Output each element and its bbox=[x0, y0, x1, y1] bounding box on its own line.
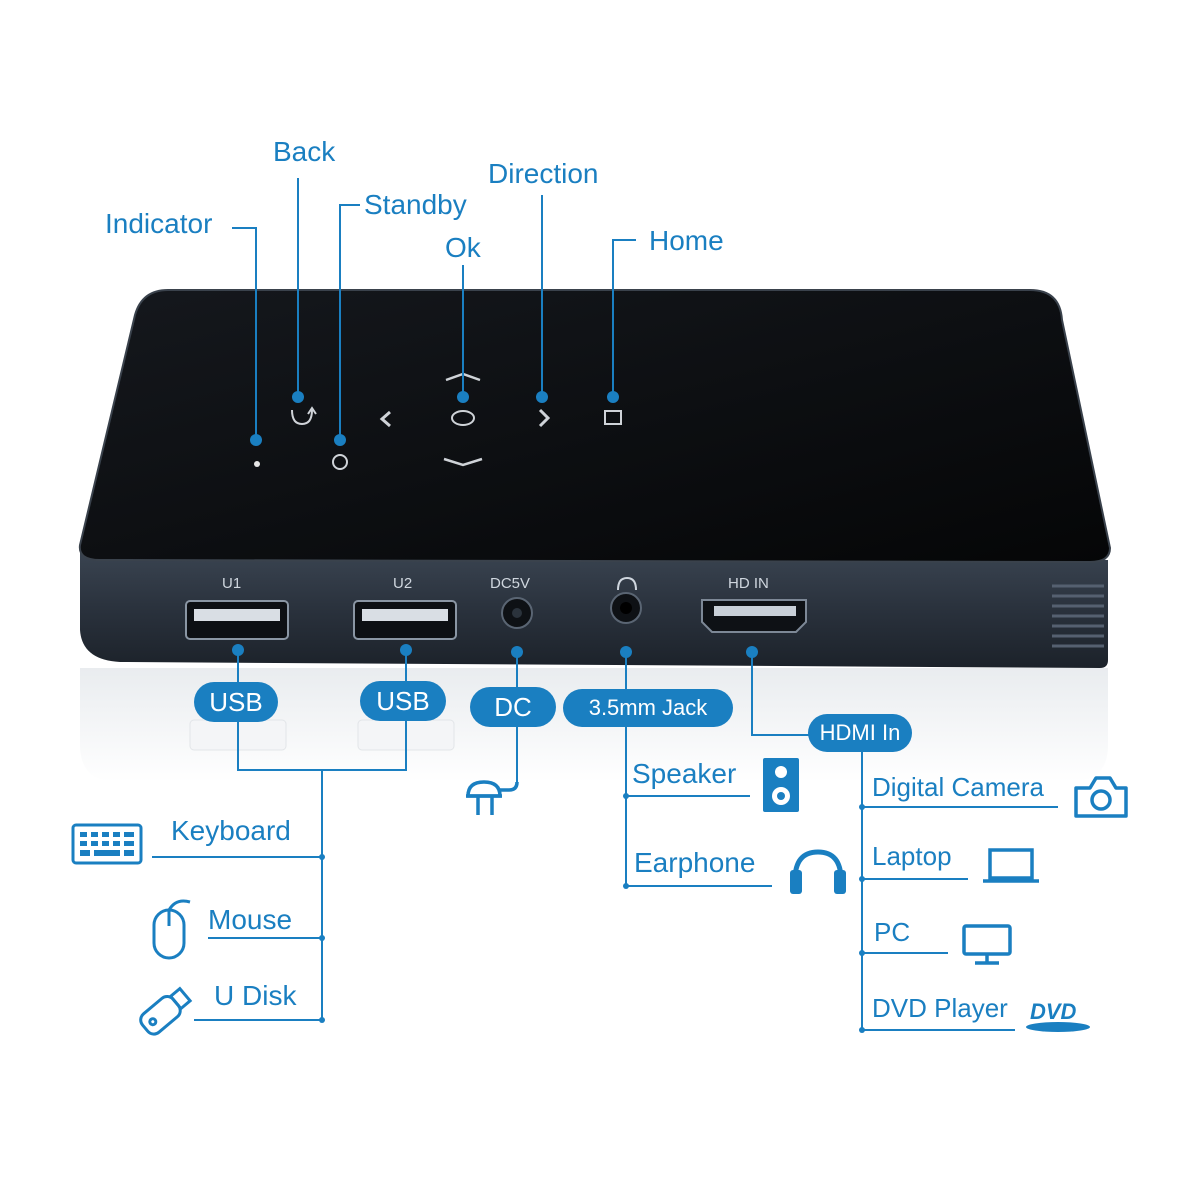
label-indicator: Indicator bbox=[105, 208, 213, 239]
keyboard-icon bbox=[71, 823, 143, 865]
label-ok: Ok bbox=[445, 232, 481, 263]
pill-dc: DC bbox=[470, 687, 556, 727]
label-pc: PC bbox=[874, 917, 911, 947]
back-icon bbox=[291, 409, 313, 426]
port-label-hd-in: HD IN bbox=[728, 575, 769, 592]
home-icon bbox=[604, 410, 622, 425]
down-arrow-icon bbox=[443, 457, 483, 467]
laptop-icon bbox=[983, 848, 1039, 883]
device-side-panel bbox=[80, 548, 1108, 668]
right-arrow-icon bbox=[538, 408, 551, 428]
camera-icon bbox=[1074, 776, 1128, 818]
label-standby: Standby bbox=[364, 189, 467, 220]
left-arrow-icon bbox=[379, 410, 391, 428]
port-label-u1: U1 bbox=[222, 575, 241, 592]
pill-usb-1: USB bbox=[194, 682, 278, 722]
indicator-light bbox=[254, 461, 260, 467]
speaker-icon bbox=[763, 758, 799, 812]
callout-lines-top bbox=[232, 178, 636, 440]
pill-3-5mm-jack: 3.5mm Jack bbox=[563, 689, 733, 727]
usb-drive-icon bbox=[139, 986, 193, 1036]
hdmi-port[interactable] bbox=[701, 599, 807, 633]
usb-port-u1[interactable] bbox=[185, 600, 289, 640]
label-speaker: Speaker bbox=[632, 758, 737, 789]
headphone-port-icon bbox=[617, 576, 637, 591]
pill-hdmi-in: HDMI In bbox=[808, 714, 912, 752]
label-keyboard: Keyboard bbox=[171, 815, 291, 846]
dvd-logo-icon: DVD bbox=[1026, 999, 1090, 1032]
label-direction: Direction bbox=[488, 158, 599, 189]
label-mouse: Mouse bbox=[208, 904, 293, 935]
callout-dots-top bbox=[250, 391, 619, 446]
label-back: Back bbox=[273, 136, 336, 167]
label-dvd-player: DVD Player bbox=[872, 993, 1008, 1023]
audio-jack-port[interactable] bbox=[610, 592, 642, 624]
vent-grille bbox=[1052, 584, 1104, 648]
callout-dots-bottom bbox=[232, 644, 865, 1033]
port-label-u2: U2 bbox=[393, 575, 412, 592]
label-u-disk: U Disk bbox=[214, 980, 297, 1011]
pill-usb-2: USB bbox=[360, 681, 446, 721]
back-arrow-icon bbox=[307, 406, 317, 415]
usb-port-u2[interactable] bbox=[353, 600, 457, 640]
monitor-icon bbox=[962, 924, 1012, 965]
standby-icon bbox=[332, 454, 348, 470]
label-home: Home bbox=[649, 225, 724, 256]
device-top-panel bbox=[78, 289, 1112, 564]
ok-icon bbox=[451, 410, 475, 426]
label-laptop: Laptop bbox=[872, 841, 952, 871]
mouse-icon bbox=[152, 899, 191, 960]
port-label-dc5v: DC5V bbox=[490, 575, 530, 592]
label-digital-camera: Digital Camera bbox=[872, 772, 1044, 802]
dc-port[interactable] bbox=[501, 597, 533, 629]
svg-text:DVD: DVD bbox=[1030, 999, 1077, 1024]
headphones-icon bbox=[790, 849, 846, 894]
label-earphone: Earphone bbox=[634, 847, 756, 878]
power-plug-icon bbox=[466, 780, 519, 815]
